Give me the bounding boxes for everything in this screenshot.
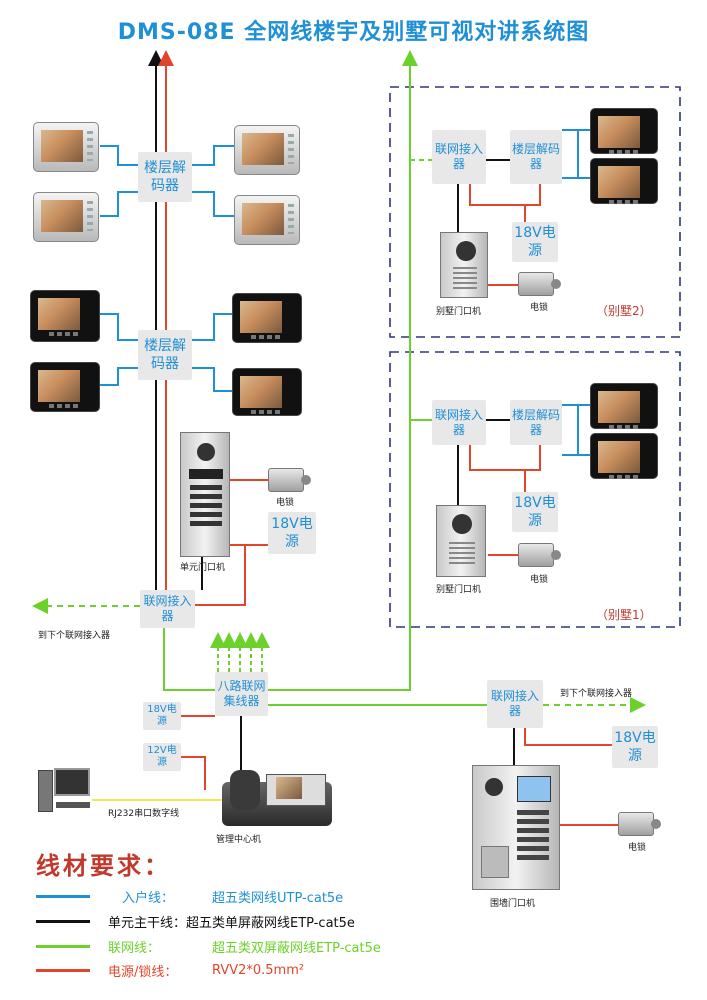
legend-swatch <box>36 894 90 898</box>
power-supply-box: 18V电源 <box>612 726 658 768</box>
wall-door-station-icon <box>472 765 560 890</box>
lock-label: 电锁 <box>628 843 647 853</box>
diagram-title: DMS-08E 全网线楼宇及别墅可视对讲系统图 <box>117 20 590 45</box>
legend-name: 联网线： <box>108 940 161 956</box>
villa-door-station-icon <box>440 232 488 298</box>
unit-door-station-label: 单元门口机 <box>180 563 226 573</box>
power-supply-box: 18V电源 <box>143 702 181 730</box>
rs232-label: RJ232串口数字线 <box>108 809 180 819</box>
legend-swatch <box>36 968 90 972</box>
indoor-monitor-icon <box>232 368 302 416</box>
management-center-icon <box>222 770 332 828</box>
network-hub-box: 八路联网集线器 <box>215 672 268 716</box>
network-adapter-box: 联网接入器 <box>140 590 195 628</box>
indoor-monitor-icon <box>590 433 658 479</box>
lock-label: 电锁 <box>530 575 549 585</box>
legend-spec: 超五类双屏蔽网线ETP-cat5e <box>212 940 381 956</box>
villa-1-frame <box>389 351 681 628</box>
indoor-monitor-icon <box>234 195 300 245</box>
power-supply-box: 18V电源 <box>268 512 316 554</box>
legend-swatch <box>36 919 90 923</box>
legend-title: 线材要求： <box>36 852 171 880</box>
indoor-monitor-icon <box>232 293 302 343</box>
power-supply-box: 18V电源 <box>512 222 558 262</box>
lock-label: 电锁 <box>530 303 549 313</box>
network-adapter-box: 联网接入器 <box>432 130 486 184</box>
villa-door-station-icon <box>436 505 486 577</box>
power-supply-box: 18V电源 <box>512 492 558 532</box>
next-adapter-label: 到下个联网接入器 <box>560 689 633 699</box>
legend-name: 电源/锁线： <box>108 964 178 980</box>
floor-decoder-box: 楼层解码器 <box>138 152 192 202</box>
legend-swatch <box>36 944 90 948</box>
legend-spec: RVV2*0.5mm² <box>212 962 305 978</box>
floor-decoder-box: 楼层解码器 <box>138 330 192 380</box>
next-adapter-label: 到下个联网接入器 <box>38 631 111 641</box>
management-center-label: 管理中心机 <box>216 835 262 845</box>
electric-lock-icon <box>268 468 311 492</box>
indoor-monitor-icon <box>30 290 100 342</box>
electric-lock-icon <box>518 543 561 567</box>
legend-name: 单元主干线： <box>108 915 187 931</box>
floor-decoder-box: 楼层解码器 <box>510 130 562 184</box>
indoor-monitor-icon <box>33 122 99 172</box>
electric-lock-icon <box>618 812 661 836</box>
unit-door-station-icon <box>180 432 230 557</box>
pc-icon <box>38 768 92 816</box>
floor-decoder-box: 楼层解码器 <box>510 400 562 445</box>
power-supply-box: 12V电源 <box>143 743 181 771</box>
indoor-monitor-icon <box>33 192 99 242</box>
legend-name: 入户线： <box>122 890 175 906</box>
network-adapter-box: 联网接入器 <box>487 680 543 728</box>
indoor-monitor-icon <box>590 158 658 204</box>
legend-row: 联网线： 超五类双屏蔽网线ETP-cat5e <box>36 936 381 956</box>
wall-door-station-label: 围墙门口机 <box>490 899 536 909</box>
villa-1-tag: （别墅1） <box>596 608 652 622</box>
villa-door-station-label: 别墅门口机 <box>436 585 482 595</box>
legend-row: 电源/锁线： RVV2*0.5mm² <box>36 960 304 980</box>
indoor-monitor-icon <box>234 125 300 175</box>
indoor-monitor-icon <box>590 108 658 154</box>
electric-lock-icon <box>518 272 561 296</box>
legend-row: 单元主干线： 超五类单屏蔽网线ETP-cat5e <box>36 911 355 931</box>
villa-2-tag: （别墅2） <box>596 304 652 318</box>
legend-spec: 超五类单屏蔽网线ETP-cat5e <box>186 915 355 931</box>
legend-row: 入户线： 超五类网线UTP-cat5e <box>36 886 343 906</box>
legend-spec: 超五类网线UTP-cat5e <box>212 890 344 906</box>
lock-label: 电锁 <box>276 498 295 508</box>
network-adapter-box: 联网接入器 <box>432 400 486 445</box>
indoor-monitor-icon <box>30 362 100 412</box>
indoor-monitor-icon <box>590 383 658 429</box>
villa-door-station-label: 别墅门口机 <box>436 307 482 317</box>
